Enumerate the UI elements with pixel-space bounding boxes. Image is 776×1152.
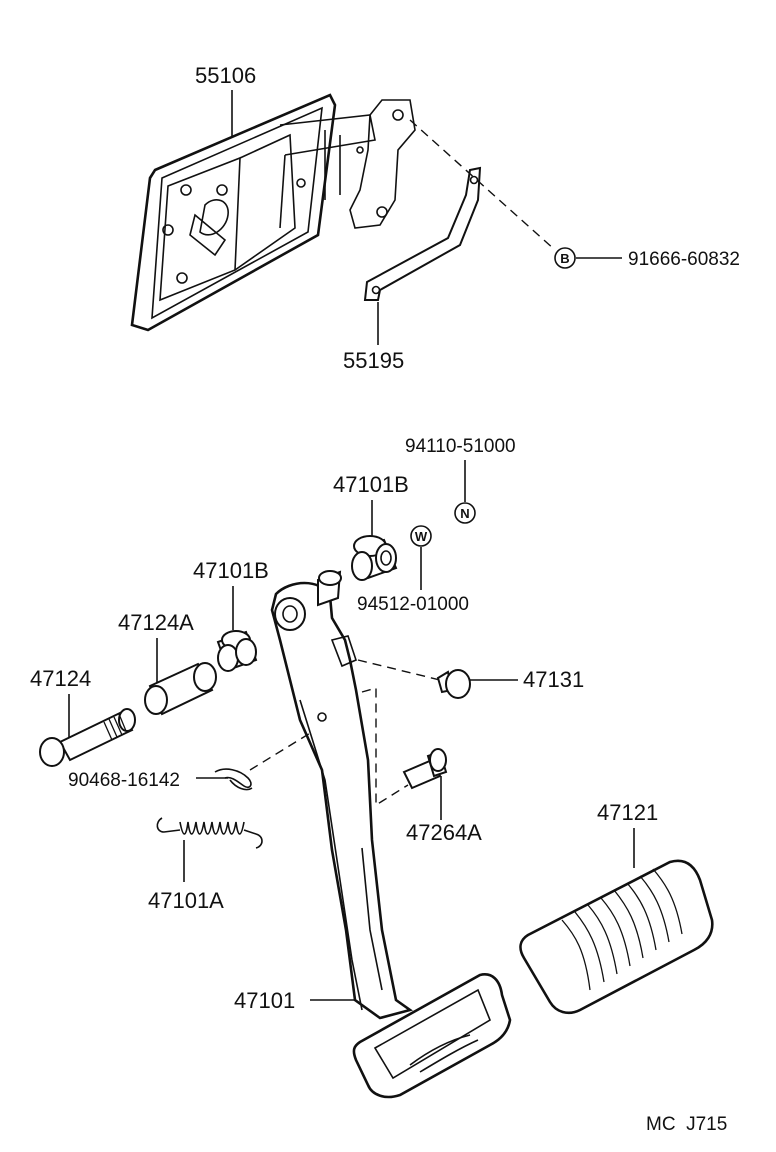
- pedal-pad-47121: [519, 859, 714, 1015]
- leader-dash-b: [409, 119, 556, 251]
- bushing-47101b-right: [351, 535, 398, 581]
- pin-47124: [39, 708, 136, 767]
- label-47131: 47131: [523, 667, 584, 692]
- label-55195: 55195: [343, 348, 404, 373]
- leader-dash-stopper: [357, 659, 441, 681]
- label-47124: 47124: [30, 666, 91, 691]
- nut-n-symbol-circle: [454, 502, 476, 524]
- label-47264a: 47264A: [406, 820, 482, 845]
- label-47101b-left: 47101B: [193, 558, 269, 583]
- pedal-bracket-55106: [130, 93, 416, 332]
- bolt-b-symbol-circle: [554, 247, 576, 269]
- washer-w-symbol-circle: [410, 525, 432, 547]
- label-90468-16142: 90468-16142: [68, 770, 180, 791]
- label-94512-01000: 94512-01000: [357, 594, 469, 615]
- bolt-47264a: [402, 748, 448, 790]
- bracket-arm-55195: [363, 166, 482, 301]
- pedal-arm-47101: [270, 570, 512, 1099]
- stopper-47131: [436, 669, 471, 699]
- footer-code: MC J715: [646, 1114, 727, 1135]
- clip-90468-16142: [214, 768, 253, 791]
- label-47124a: 47124A: [118, 610, 194, 635]
- label-47101b-right: 47101B: [333, 472, 409, 497]
- collar-47124a: [144, 662, 217, 716]
- label-47101: 47101: [234, 988, 295, 1013]
- washer-w-symbol: W: [415, 529, 428, 544]
- leader-dash-bolt-a: [361, 687, 409, 807]
- label-47101a: 47101A: [148, 888, 224, 913]
- label-47121: 47121: [597, 800, 658, 825]
- nut-n-symbol: N: [460, 506, 469, 521]
- bushing-47101b-left: [216, 630, 258, 672]
- spring-47101a: [156, 817, 263, 849]
- bolt-b-symbol: B: [560, 251, 569, 266]
- label-94110-51000: 94110-51000: [405, 436, 516, 457]
- label-55106: 55106: [195, 63, 256, 88]
- label-91666-60832: 91666-60832: [628, 249, 740, 270]
- leader-dash-clip: [249, 731, 313, 771]
